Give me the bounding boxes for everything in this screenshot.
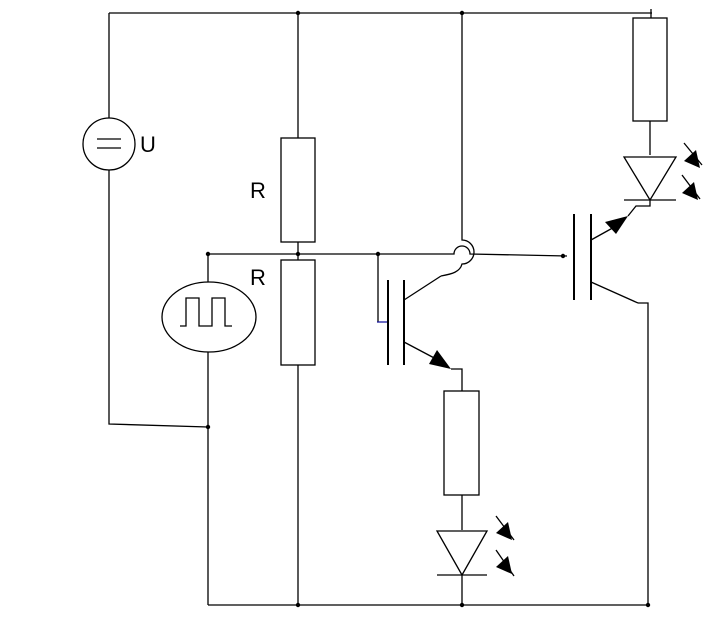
led-upper-body (622, 156, 678, 202)
led-lower-arrow-2-icon (496, 556, 512, 574)
right-top-wire (649, 9, 652, 155)
junction-dot (560, 253, 566, 259)
led-lower-arrow-1-icon (496, 522, 512, 540)
square-wave-symbol-icon (180, 297, 232, 327)
dc-source-body (82, 117, 136, 171)
wires (108, 9, 652, 606)
junction-dot (295, 10, 301, 16)
led-lower-body (435, 530, 489, 577)
t1-emitter (403, 341, 439, 361)
t1-emitter-wire (451, 368, 463, 391)
transistor-1 (377, 275, 451, 369)
t1-emitter-arrow-icon (429, 350, 451, 369)
source-label: U (140, 132, 156, 157)
t2-collector-wire (638, 302, 649, 605)
t2-emitter-arrow-icon (605, 216, 628, 234)
resistor-right (632, 17, 668, 122)
right-led-wire (627, 200, 651, 217)
junction-dot (295, 251, 301, 257)
junctions (205, 10, 651, 608)
resistor-bottom-label: R (250, 265, 266, 290)
junction-dot (205, 251, 211, 257)
base-bus-wire (208, 245, 568, 257)
resistor-top (280, 137, 316, 243)
resistor-emitter (443, 390, 480, 496)
resistor-top-label: R (250, 178, 266, 203)
collector-supply-wire (440, 13, 475, 277)
pulse-generator-body (161, 281, 257, 353)
junction-dot (205, 424, 211, 430)
junction-dot (295, 602, 301, 608)
led-lower (435, 515, 515, 577)
resistor-bottom (280, 259, 316, 366)
source-left-wire (108, 13, 209, 428)
led-upper-arrow-1-icon (684, 150, 700, 168)
dc-source: U (82, 117, 156, 171)
double-bar-symbol-icon (97, 138, 121, 149)
junction-dot (645, 602, 651, 608)
led-upper (622, 142, 703, 202)
junction-dot (459, 10, 465, 16)
junction-dot (375, 251, 381, 257)
led-upper-arrow-2-icon (682, 182, 698, 200)
junction-dot (459, 602, 465, 608)
transistor-2 (573, 214, 639, 304)
pulse-generator (161, 281, 257, 353)
t2-collector (590, 281, 639, 304)
t1-collector (403, 275, 442, 301)
